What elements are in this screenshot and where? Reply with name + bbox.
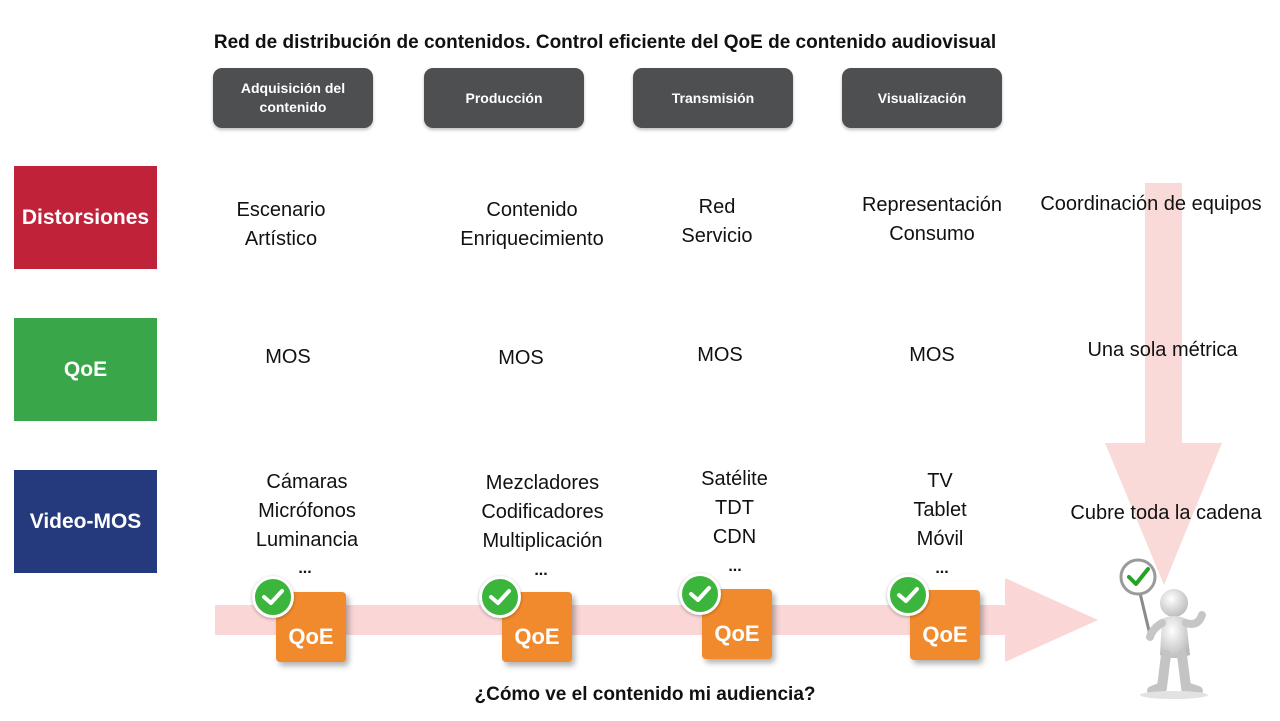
ellipsis-2: ... bbox=[534, 562, 548, 579]
cell-tv: TV Tablet Móvil bbox=[913, 470, 967, 550]
qoe-badge-1: QoE bbox=[276, 592, 346, 662]
ellipsis-4: ... bbox=[935, 560, 949, 577]
cell-contenido: Contenido Enriquecimiento bbox=[460, 199, 604, 250]
cell-satelite: Satélite TDT CDN bbox=[701, 468, 768, 548]
stage-transmision: Transmisión bbox=[633, 68, 793, 128]
cell-mos-3: MOS bbox=[697, 344, 743, 366]
qoe-badge-label: QoE bbox=[288, 624, 334, 649]
ellipsis-3: ... bbox=[728, 558, 742, 575]
right-arrow-icon bbox=[215, 578, 1098, 662]
cell-red: Red Servicio bbox=[681, 196, 753, 247]
qoe-badge-label: QoE bbox=[514, 624, 560, 649]
summary-una-sola-metrica: Una sola métrica bbox=[1087, 339, 1238, 361]
row-label-video-mos: Video-MOS bbox=[14, 470, 157, 573]
cell-camaras: Cámaras Micrófonos Luminancia bbox=[255, 471, 359, 551]
stage-produccion: Producción bbox=[424, 68, 584, 128]
check-icon bbox=[479, 576, 521, 618]
thumbs-up-figure-icon bbox=[1119, 558, 1208, 699]
down-arrow-icon bbox=[1105, 183, 1222, 585]
ellipsis-1: ... bbox=[298, 560, 312, 577]
cell-mos-2: MOS bbox=[498, 347, 544, 369]
cell-representacion: Representación Consumo bbox=[861, 194, 1003, 245]
bottom-question: ¿Cómo ve el contenido mi audiencia? bbox=[474, 684, 816, 705]
cell-mos-4: MOS bbox=[909, 344, 955, 366]
check-icon bbox=[252, 576, 294, 618]
qoe-badge-label: QoE bbox=[714, 621, 760, 646]
stage-visualizacion: Visualización bbox=[842, 68, 1002, 128]
cell-mos-1: MOS bbox=[265, 346, 311, 368]
stage-adquisicion: Adquisición del contenido bbox=[213, 68, 373, 128]
summary-cubre-toda-la-cadena: Cubre toda la cadena bbox=[1070, 502, 1262, 524]
check-icon bbox=[679, 573, 721, 615]
cell-escenario: Escenario Artístico bbox=[236, 199, 326, 250]
row-label-qoe: QoE bbox=[14, 318, 157, 421]
row-label-distorsiones: Distorsiones bbox=[14, 166, 157, 269]
summary-coordinacion: Coordinación de equipos bbox=[1040, 193, 1262, 215]
cell-mezcladores: Mezcladores Codificadores Multiplicación bbox=[481, 472, 604, 552]
page-title: Red de distribución de contenidos. Contr… bbox=[213, 32, 997, 53]
qoe-badge-label: QoE bbox=[922, 622, 968, 647]
check-icon bbox=[887, 574, 929, 616]
qoe-badge-2: QoE bbox=[502, 592, 572, 662]
